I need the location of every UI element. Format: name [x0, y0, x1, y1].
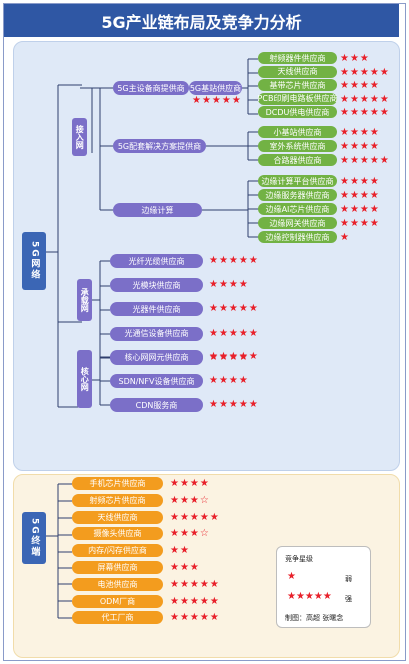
base-station-supplier-item: 射频器件供应商 [258, 52, 337, 64]
edge-supplier-rating: ★★★★ [340, 190, 380, 201]
network-root-label: 5G网络 [22, 232, 46, 290]
core-item: 核心网网元供应商 [110, 350, 203, 364]
bearer-item: 光通信设备供应商 [110, 326, 203, 341]
legend-credit: 制图：高超 张曙念 [285, 614, 344, 622]
edge-supplier-item: 边缘网关供应商 [258, 217, 337, 229]
access-network-label: 接入网 [72, 118, 87, 156]
base-station-supplier-rating: ★★★★★ [340, 93, 390, 105]
core-rating: ★★★★★ [209, 351, 259, 362]
base-station-node: 5G基站供应商 [189, 81, 242, 95]
terminal-rating: ★★★★★ [170, 578, 220, 590]
terminal-rating: ★★★★★ [170, 595, 220, 607]
terminal-root-label: 5G终端 [22, 512, 46, 564]
bearer-network-text: 承载网 [80, 288, 90, 312]
core-network-label: 核心网 [77, 350, 92, 408]
core-item: SDN/NFV设备供应商 [110, 374, 203, 388]
solution-supplier-item: 室外系统供应商 [258, 140, 337, 152]
terminal-item: 摄像头供应商 [72, 527, 163, 541]
bearer-rating: ★★★★★ [209, 327, 259, 339]
terminal-rating: ★★★★★ [170, 511, 220, 523]
terminal-item: 电池供应商 [72, 577, 163, 591]
base-station-rating: ★★★★★ [192, 95, 242, 106]
base-station-supplier-rating: ★★★★ [340, 80, 380, 91]
solution-supplier-rating: ★★★★★ [340, 155, 390, 166]
edge-supplier-rating: ★★★★ [340, 176, 380, 187]
legend-title: 竞争星级 [285, 555, 313, 563]
edge-supplier-item: 边缘控制器供应商 [258, 231, 337, 243]
bearer-item: 光模块供应商 [110, 278, 203, 293]
terminal-item: ODM厂商 [72, 594, 163, 608]
core-rating: ★★★★ [209, 375, 249, 386]
terminal-item: 屏幕供应商 [72, 561, 163, 574]
network-root-text: 5G网络 [29, 241, 40, 281]
base-station-supplier-rating: ★★★ [340, 53, 370, 64]
solution-supplier-rating: ★★★★ [340, 141, 380, 152]
bearer-rating: ★★★★ [209, 279, 249, 291]
core-network-text: 核心网 [80, 367, 90, 391]
solution-supplier-item: 合路器供应商 [258, 154, 337, 166]
legend-box: 竞争星级 ★ 弱 ★★★★★ 强 制图：高超 张曙念 [276, 546, 371, 628]
edge-supplier-item: 边缘服务器供应商 [258, 189, 337, 201]
terminal-rating: ★★★☆ [170, 494, 210, 506]
terminal-item: 代工厂商 [72, 611, 163, 625]
base-station-supplier-item: 基带芯片供应商 [258, 79, 337, 91]
terminal-item: 天线供应商 [72, 510, 163, 524]
main-equipment-node: 5G主设备商提供商 [113, 81, 189, 95]
edge-computing-node: 边缘计算 [113, 203, 202, 217]
solution-supplier-item: 小基站供应商 [258, 126, 337, 138]
base-station-supplier-item: PCB印刷电路板供应商 [257, 92, 338, 105]
solution-supplier-rating: ★★★★ [340, 127, 380, 138]
terminal-root-text: 5G终端 [29, 518, 40, 558]
terminal-rating: ★★★★★ [170, 612, 220, 624]
bearer-item: 光纤光缆供应商 [110, 254, 203, 268]
edge-supplier-rating: ★★★★ [340, 204, 380, 215]
bearer-network-label: 承载网 [77, 279, 92, 321]
edge-supplier-rating: ★★★★ [340, 218, 380, 229]
terminal-rating: ★★ [170, 545, 190, 557]
terminal-item: 内存/闪存供应商 [72, 544, 163, 558]
base-station-supplier-item: 天线供应商 [258, 65, 337, 78]
terminal-rating: ★★★ [170, 562, 200, 573]
core-item: CDN服务商 [110, 398, 203, 412]
terminal-item: 手机芯片供应商 [72, 477, 163, 490]
page-title: 5G产业链布局及竞争力分析 [4, 4, 399, 37]
legend-strong-stars: ★★★★★ [287, 591, 332, 602]
legend-weak-label: 弱 [345, 575, 352, 583]
core-rating: ★★★★★ [209, 399, 259, 410]
bearer-rating: ★★★★★ [209, 303, 259, 315]
base-station-supplier-rating: ★★★★★ [340, 66, 390, 78]
terminal-item: 射频芯片供应商 [72, 493, 163, 507]
bearer-rating: ★★★★★ [209, 255, 259, 266]
access-network-text: 接入网 [75, 125, 85, 149]
bearer-rating: ★★★★ [209, 351, 249, 363]
legend-strong-label: 强 [345, 595, 352, 603]
terminal-rating: ★★★☆ [170, 528, 210, 540]
edge-supplier-item: 边缘AI芯片供应商 [258, 203, 337, 215]
bearer-item: 光器件供应商 [110, 302, 203, 317]
base-station-supplier-rating: ★★★★★ [340, 107, 390, 118]
solution-node: 5G配套解决方案提供商 [113, 139, 206, 153]
base-station-supplier-item: DCDU供电供应商 [258, 106, 337, 118]
edge-supplier-rating: ★ [340, 232, 350, 243]
terminal-rating: ★★★★ [170, 478, 210, 489]
edge-supplier-item: 边缘计算平台供应商 [258, 175, 337, 187]
legend-weak-stars: ★ [287, 571, 296, 582]
